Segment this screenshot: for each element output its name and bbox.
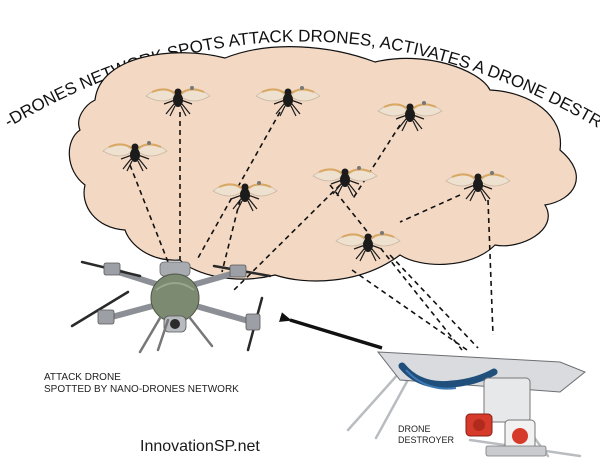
attack-drone-label-line2: SPOTTED BY NANO-DRONES NETWORK — [44, 384, 239, 396]
link-line — [390, 255, 478, 348]
targeting-arrow — [290, 320, 382, 348]
drone-destroyer-label-line1: DRONE — [398, 424, 454, 435]
link-line — [352, 270, 470, 352]
drone-destroyer-label-line2: DESTROYER — [398, 435, 454, 446]
attack-drone — [72, 262, 270, 352]
brand-credit: InnovationSP.net — [140, 438, 260, 456]
drone-body — [151, 274, 199, 322]
attack-drone-label-line1: ATTACK DRONE — [44, 372, 239, 384]
drone-destroyer-label: DRONE DESTROYER — [398, 424, 454, 446]
drone-destroyer — [348, 352, 585, 456]
attack-drone-label: ATTACK DRONE SPOTTED BY NANO-DRONES NETW… — [44, 372, 239, 396]
